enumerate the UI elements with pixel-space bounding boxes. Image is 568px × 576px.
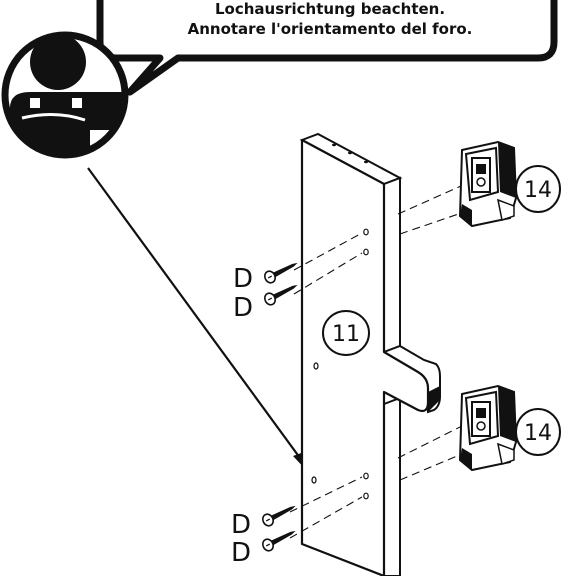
callout-line-2: Annotare l'orientamento del foro. (188, 20, 473, 38)
panel-label: 11 (332, 322, 360, 347)
screw-label-d: D (231, 510, 251, 540)
bracket-icon (458, 384, 518, 472)
bracket-label-bottom: 14 (515, 408, 561, 456)
svg-text:14: 14 (524, 178, 552, 203)
screw-label-d: D (233, 264, 253, 294)
bracket-label-top: 14 (515, 165, 561, 213)
screw-label-d: D (233, 293, 253, 323)
hint-callout: Lochausrichtung beachten. Annotare l'ori… (96, 0, 558, 96)
panel-part-11: 11 (299, 132, 441, 576)
screw-label-d: D (231, 538, 251, 568)
bracket-icon (458, 140, 518, 228)
svg-text:14: 14 (524, 421, 552, 446)
arrow-icon (87, 167, 308, 472)
callout-line-1: Lochausrichtung beachten. (215, 0, 445, 18)
screw-icon (261, 262, 298, 552)
person-icon (1, 31, 129, 159)
